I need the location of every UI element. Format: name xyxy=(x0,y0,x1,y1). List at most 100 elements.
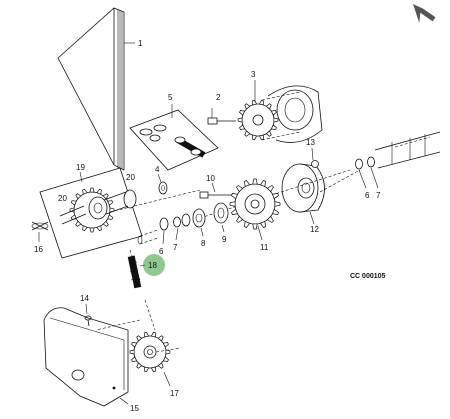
assembly-lines xyxy=(95,169,361,331)
sprocket-tooth xyxy=(131,356,138,363)
sprocket-tooth xyxy=(96,188,102,195)
sprocket-tooth xyxy=(82,225,88,232)
sprocket-tooth xyxy=(258,99,264,106)
sprocket-tooth xyxy=(271,192,279,200)
reference-code: CC 000105 xyxy=(350,273,386,280)
sprocket-tooth xyxy=(129,349,135,355)
callout-6-left: 6 xyxy=(159,247,164,256)
sprocket-tooth xyxy=(236,215,244,223)
sprocket-tooth xyxy=(243,180,251,188)
callout-20-right: 20 xyxy=(126,173,135,182)
sprocket-tooth xyxy=(270,109,277,116)
part-19-sprocket-assembly xyxy=(39,167,143,259)
callout-19: 19 xyxy=(76,163,85,172)
callout-2: 2 xyxy=(216,93,221,102)
sprocket-tooth xyxy=(271,208,279,216)
part-9-spacer xyxy=(213,202,229,233)
sprocket-tooth xyxy=(136,362,143,369)
part-17-sprocket xyxy=(129,331,181,387)
part-7-washer-left xyxy=(173,213,191,241)
sprocket-tooth xyxy=(150,366,156,373)
part-6-washer-right xyxy=(355,158,367,189)
sprocket-tooth xyxy=(244,103,251,110)
sprocket-tooth xyxy=(75,220,82,227)
part-3-sprocket-hub xyxy=(237,80,323,143)
sprocket-tooth xyxy=(82,188,88,195)
sprocket-tooth xyxy=(96,225,102,232)
sprocket-tooth xyxy=(252,134,258,141)
sprocket-tooth xyxy=(236,185,244,193)
sprocket-tooth xyxy=(157,335,164,342)
sprocket-tooth xyxy=(75,193,82,200)
sprocket-tooth xyxy=(259,180,267,188)
part-15-chain-cover xyxy=(43,307,129,407)
part-2-bolt xyxy=(207,108,236,125)
callout-13: 13 xyxy=(306,138,315,147)
part-4-washer xyxy=(157,173,168,195)
sprocket-tooth xyxy=(252,99,258,106)
sprocket-tooth xyxy=(266,185,274,193)
callout-9: 9 xyxy=(222,235,227,244)
part-18-chain xyxy=(127,255,142,289)
sprocket-tooth xyxy=(162,356,169,363)
sprocket-tooth xyxy=(237,117,243,123)
callout-6-right: 6 xyxy=(365,191,370,200)
callout-11: 11 xyxy=(260,243,269,252)
sprocket-tooth xyxy=(231,208,239,216)
callout-4: 4 xyxy=(155,165,160,174)
sprocket-tooth xyxy=(157,362,164,369)
part-8-washer xyxy=(192,208,206,237)
part-1-shield-plate xyxy=(57,7,135,171)
sprocket-tooth xyxy=(273,117,279,123)
sprocket-tooth xyxy=(239,124,246,131)
sprocket-tooth xyxy=(231,192,239,200)
sprocket-tooth xyxy=(131,341,138,348)
sprocket-tooth xyxy=(243,220,251,228)
callout-16: 16 xyxy=(34,245,43,254)
sprocket-tooth xyxy=(239,109,246,116)
sprocket-tooth xyxy=(89,227,95,233)
callout-17: 17 xyxy=(170,389,179,398)
part-13-nut xyxy=(311,147,319,168)
callout-8: 8 xyxy=(201,239,206,248)
highlight-marker-18[interactable] xyxy=(143,254,165,276)
sprocket-tooth xyxy=(270,124,277,131)
callout-10: 10 xyxy=(206,174,215,183)
part-11-sprocket xyxy=(229,178,281,241)
drive-shaft xyxy=(374,131,441,169)
part-14-screw xyxy=(84,303,92,327)
sprocket-tooth xyxy=(162,341,169,348)
sprocket-tooth xyxy=(102,220,109,227)
callout-18: 18 xyxy=(148,261,157,270)
sprocket-tooth xyxy=(252,223,258,230)
part-5-chain-links xyxy=(129,104,219,171)
callout-15: 15 xyxy=(130,404,139,413)
sprocket-tooth xyxy=(107,200,114,206)
part-12-flange-hub xyxy=(281,163,325,225)
callout-3: 3 xyxy=(251,70,256,79)
sprocket-tooth xyxy=(144,331,150,338)
sprocket-tooth xyxy=(258,134,264,141)
part-7-washer-right xyxy=(367,156,379,189)
sprocket-tooth xyxy=(266,215,274,223)
callout-14: 14 xyxy=(80,294,89,303)
sprocket-tooth xyxy=(252,178,258,185)
callout-7-right: 7 xyxy=(376,191,381,200)
callout-1: 1 xyxy=(138,39,143,48)
callout-5: 5 xyxy=(168,93,173,102)
part-16-clip xyxy=(31,221,49,242)
sprocket-tooth xyxy=(136,335,143,342)
callout-20-left: 20 xyxy=(58,194,67,203)
callout-12: 12 xyxy=(310,225,319,234)
sprocket-tooth xyxy=(229,201,236,207)
sprocket-tooth xyxy=(70,200,77,206)
sprocket-tooth xyxy=(102,193,109,200)
callout-7-left: 7 xyxy=(173,243,178,252)
sprocket-tooth xyxy=(107,214,114,220)
sprocket-tooth xyxy=(144,366,150,373)
sprocket-tooth xyxy=(165,349,171,355)
sprocket-tooth xyxy=(265,103,272,110)
arrow-down-right-icon[interactable] xyxy=(406,2,436,28)
part-10-bolt xyxy=(199,182,232,199)
